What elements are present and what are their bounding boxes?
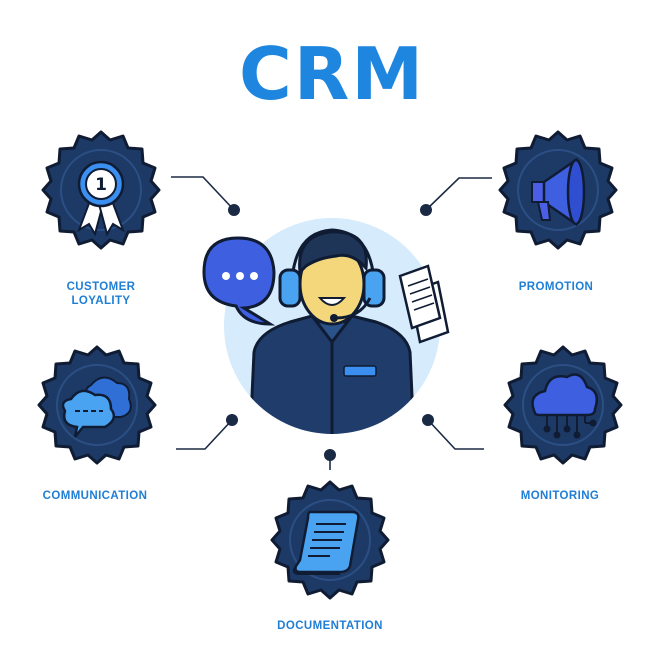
megaphone-icon xyxy=(531,157,586,227)
label-customer-loyalty: CUSTOMER LOYALITY xyxy=(41,280,161,308)
connector-promotion xyxy=(425,177,492,211)
dot-monitoring xyxy=(422,414,434,426)
cloud-network-icon xyxy=(531,373,598,439)
connector-communication xyxy=(176,419,233,450)
support-agent-headset-icon xyxy=(248,228,416,434)
connector-dots xyxy=(226,204,434,461)
label-customer-loyalty-line2: LOYALITY xyxy=(71,295,131,307)
scroll-document-icon xyxy=(292,510,360,575)
node-documentation xyxy=(270,480,390,600)
label-monitoring: MONITORING xyxy=(500,489,620,503)
label-monitoring-text: MONITORING xyxy=(520,490,600,502)
connectors xyxy=(171,176,492,470)
connector-customer-loyalty xyxy=(171,176,235,211)
award-ribbon-icon: 1 xyxy=(77,160,125,237)
connector-monitoring xyxy=(427,419,484,450)
label-customer-loyalty-line1: CUSTOMER xyxy=(66,281,136,293)
speech-bubble-icon xyxy=(202,236,276,326)
label-documentation-text: DOCUMENTATION xyxy=(277,620,383,632)
label-communication: COMMUNICATION xyxy=(30,489,160,503)
dot-communication xyxy=(226,414,238,426)
label-promotion-text: PROMOTION xyxy=(518,281,594,293)
label-communication-text: COMMUNICATION xyxy=(42,490,148,502)
node-monitoring xyxy=(503,345,623,465)
node-customer-loyalty: 1 xyxy=(41,130,161,250)
dot-documentation xyxy=(324,449,336,461)
dot-promotion xyxy=(420,204,432,216)
center-agent xyxy=(202,218,450,434)
page-title: CRM xyxy=(239,32,425,116)
award-badge-number: 1 xyxy=(95,175,107,195)
chat-clouds-icon xyxy=(61,376,132,438)
dot-customer-loyalty xyxy=(228,204,240,216)
node-communication xyxy=(37,345,157,465)
node-promotion xyxy=(498,130,618,250)
label-documentation: DOCUMENTATION xyxy=(263,619,397,633)
label-promotion: PROMOTION xyxy=(496,280,616,294)
documents-icon xyxy=(398,264,450,344)
